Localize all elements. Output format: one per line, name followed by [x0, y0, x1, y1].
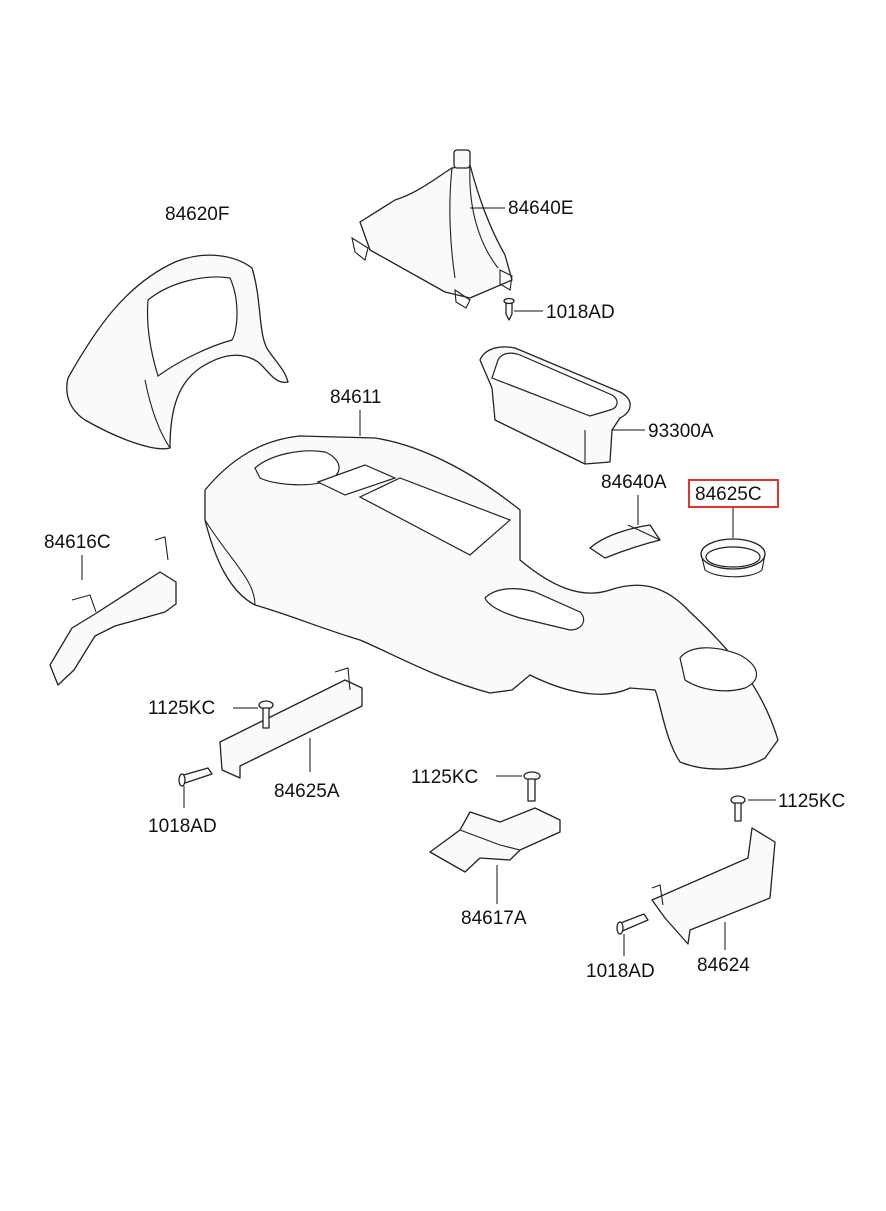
label-1125kc-right[interactable]: 1125KC [778, 791, 845, 812]
label-1018ad-right[interactable]: 1018AD [586, 961, 655, 982]
storage-box-part[interactable] [479, 346, 645, 465]
highlight-box [688, 479, 779, 508]
label-93300a[interactable]: 93300A [648, 421, 714, 442]
plate-84640a-part[interactable] [589, 495, 661, 559]
bolt-1125kc-left-part[interactable] [233, 700, 274, 729]
console-body-part[interactable] [204, 410, 779, 770]
label-1125kc-mid[interactable]: 1125KC [411, 767, 478, 788]
label-84640a[interactable]: 84640A [601, 472, 667, 493]
label-84624[interactable]: 84624 [697, 955, 750, 976]
bolt-1125kc-right-part[interactable] [730, 795, 776, 822]
shift-boot-part[interactable] [351, 149, 513, 309]
bracket-84625a-part[interactable] [219, 667, 363, 779]
label-84625c[interactable]: 84625C [695, 484, 762, 505]
label-84640e[interactable]: 84640E [508, 198, 574, 219]
screw-1018ad-top-part[interactable] [503, 297, 543, 321]
label-84616c[interactable]: 84616C [44, 532, 111, 553]
bolt-1125kc-mid-part[interactable] [496, 771, 541, 802]
label-84611[interactable]: 84611 [330, 387, 381, 408]
label-1125kc-left[interactable]: 1125KC [148, 698, 215, 719]
meter-hood-part[interactable] [66, 254, 289, 450]
label-1018ad-left[interactable]: 1018AD [148, 816, 217, 837]
screw-1018ad-left-part[interactable] [178, 767, 213, 808]
label-84620f[interactable]: 84620F [165, 204, 229, 225]
bracket-84617a-part[interactable] [429, 807, 561, 904]
label-1018ad-top[interactable]: 1018AD [546, 302, 615, 323]
label-84617a[interactable]: 84617A [461, 908, 527, 929]
bracket-84624-part[interactable] [651, 827, 776, 950]
label-84625a[interactable]: 84625A [274, 781, 340, 802]
bracket-84616c-part[interactable] [49, 536, 177, 686]
ring-84625c-part[interactable] [700, 508, 766, 578]
screw-1018ad-right-part[interactable] [616, 913, 649, 956]
